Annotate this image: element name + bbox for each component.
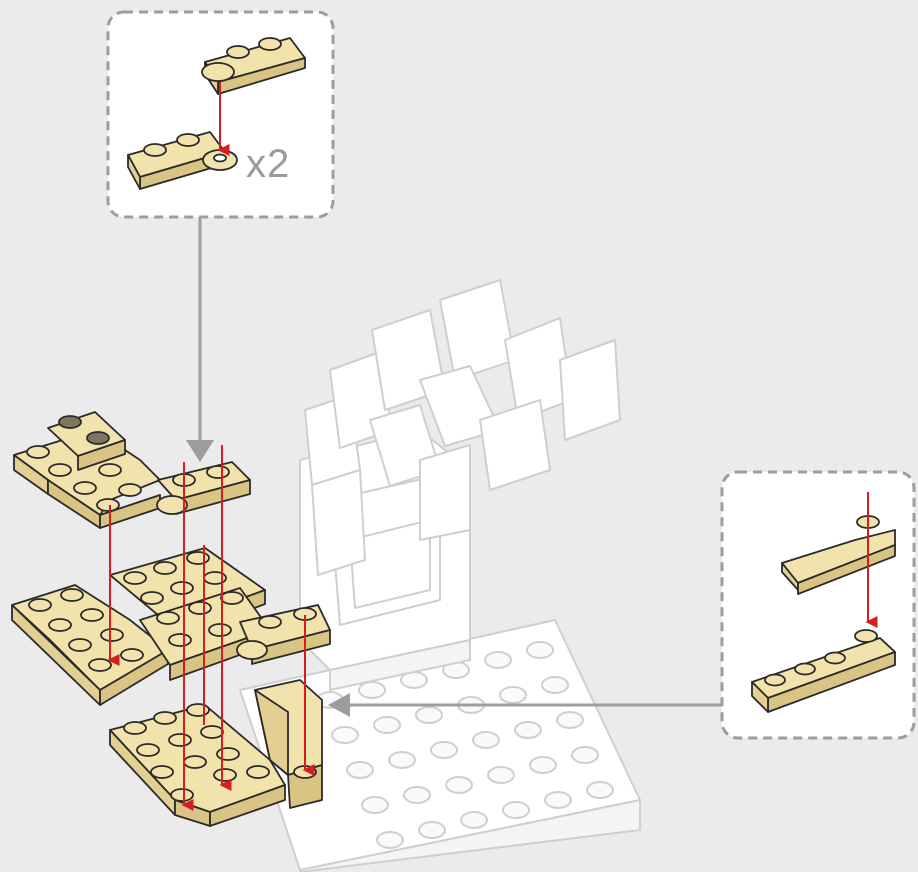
layer-bottom: [110, 680, 322, 826]
tan-subassembly: [12, 412, 330, 826]
callout-panel-right: [722, 472, 914, 738]
layer-top: [14, 412, 250, 528]
callout-pointer-arrowhead: [186, 440, 214, 462]
callout-panel-top-left: [108, 12, 333, 217]
quantity-label: x2: [246, 142, 290, 187]
